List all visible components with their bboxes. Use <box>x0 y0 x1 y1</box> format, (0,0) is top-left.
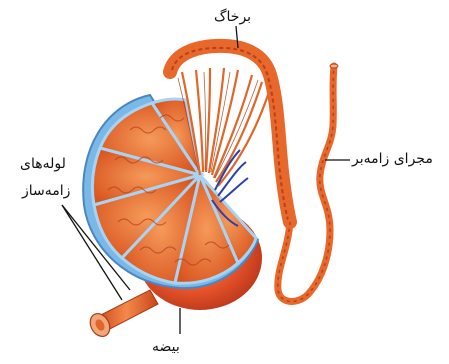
label-epididymis: برخاگ <box>214 9 251 25</box>
spermatic-cord <box>86 290 158 340</box>
label-vas-deferens: مجرای زامه‌بر <box>352 151 433 167</box>
label-seminiferous-tubules-line1: لوله‌های <box>20 156 66 172</box>
vas-deferens-end <box>330 64 338 68</box>
label-testis: بیضه <box>152 339 180 355</box>
label-seminiferous-tubules-line2: زامه‌ساز <box>22 183 70 199</box>
